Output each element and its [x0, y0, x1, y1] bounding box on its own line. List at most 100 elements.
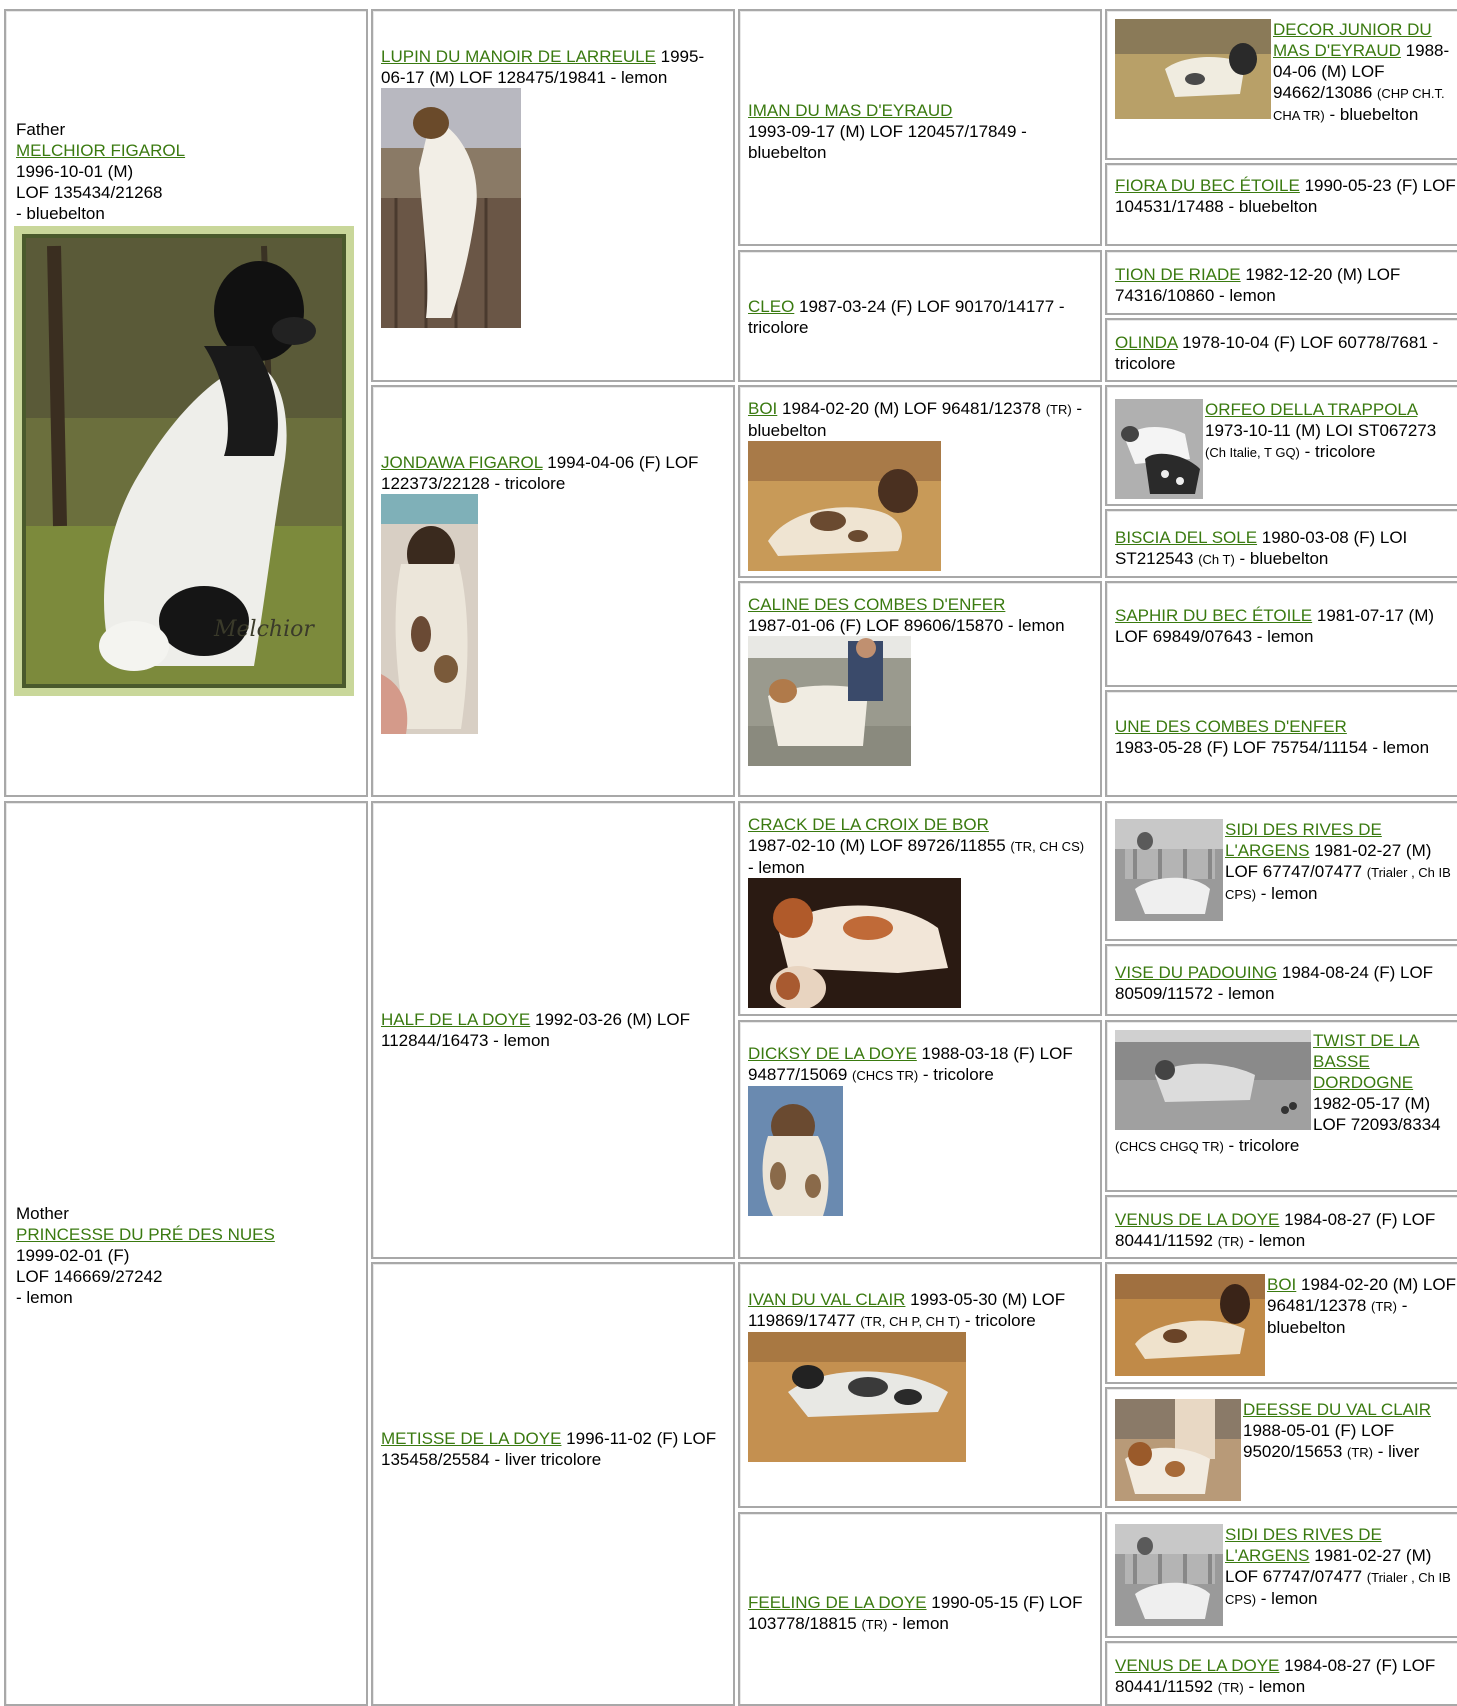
- gen4-info-5: 1973-10-11 (M) LOI ST067273: [1205, 421, 1437, 440]
- gen2-name-link-4[interactable]: METISSE DE LA DOYE: [381, 1429, 562, 1448]
- gen4-name-link-3[interactable]: TION DE RIADE: [1115, 265, 1241, 284]
- gen4-cell-16: VENUS DE LA DOYE 1984-08-27 (F) LOF 8044…: [1105, 1641, 1457, 1706]
- gen4-name-link-10[interactable]: VISE DU PADOUING: [1115, 963, 1278, 982]
- gen3-info-3: 1984-02-20 (M) LOF 96481/12378: [777, 399, 1046, 418]
- gen3-info-4: 1987-01-06 (F) LOF 89606/15870 - lemon: [748, 616, 1065, 635]
- gen4-name-link-8[interactable]: UNE DES COMBES D'ENFER: [1115, 717, 1347, 736]
- gen4-info-15: 1981-02-27 (M) LOF 67747/07477: [1225, 1546, 1432, 1586]
- gen4-photo-5[interactable]: [1115, 399, 1203, 499]
- gen2-photo-1[interactable]: [381, 88, 727, 328]
- gen3-info-8: 1990-05-15 (F) LOF 103778/18815: [748, 1593, 1083, 1633]
- gen2-info-3: 1992-03-26 (M) LOF 112844/16473 - lemon: [381, 1010, 690, 1050]
- gen3-photo-7[interactable]: [748, 1332, 1094, 1462]
- gen4-photo-14[interactable]: [1115, 1399, 1241, 1501]
- gen4-color-1: - bluebelton: [1324, 105, 1419, 124]
- gen4-titles-12: (TR): [1217, 1234, 1244, 1249]
- gen4-photo-9[interactable]: [1115, 819, 1223, 921]
- gen4-info-8: 1983-05-28 (F) LOF 75754/11154 - lemon: [1115, 738, 1430, 757]
- gen4-name-link-12[interactable]: VENUS DE LA DOYE: [1115, 1210, 1280, 1229]
- gen3-cell-1: IMAN DU MAS D'EYRAUD 1993-09-17 (M) LOF …: [738, 9, 1102, 246]
- gen3-cell-4: CALINE DES COMBES D'ENFER 1987-01-06 (F)…: [738, 581, 1102, 797]
- gen4-color-16: - lemon: [1243, 1677, 1306, 1696]
- gen3-photo-3[interactable]: [748, 441, 1094, 571]
- gen4-cell-11: TWIST DE LA BASSE DORDOGNE 1982-05-17 (M…: [1105, 1020, 1457, 1192]
- gen4-info-1: 1988-04-06 (M) LOF 94662/13086: [1273, 41, 1450, 102]
- gen4-cell-4: OLINDA 1978-10-04 (F) LOF 60778/7681 - t…: [1105, 318, 1457, 382]
- gen4-titles-6: (Ch T): [1198, 552, 1235, 567]
- gen4-photo-11[interactable]: [1115, 1030, 1311, 1130]
- gen3-titles-5: (TR, CH CS): [1010, 839, 1085, 854]
- father-photo[interactable]: Melchior: [14, 226, 354, 701]
- gen4-cell-12: VENUS DE LA DOYE 1984-08-27 (F) LOF 8044…: [1105, 1195, 1457, 1259]
- gen4-cell-8: UNE DES COMBES D'ENFER 1983-05-28 (F) LO…: [1105, 690, 1457, 797]
- gen3-cell-8: FEELING DE LA DOYE 1990-05-15 (F) LOF 10…: [738, 1512, 1102, 1706]
- gen3-name-link-8[interactable]: FEELING DE LA DOYE: [748, 1593, 927, 1612]
- gen3-name-link-3[interactable]: BOI: [748, 399, 778, 418]
- gen4-name-link-2[interactable]: FIORA DU BEC ÉTOILE: [1115, 176, 1300, 195]
- gen4-name-link-11[interactable]: TWIST DE LA BASSE DORDOGNE: [1313, 1031, 1420, 1092]
- gen4-titles-15: (Trialer , Ch IB CPS): [1225, 1570, 1451, 1607]
- gen4-cell-6: BISCIA DEL SOLE 1980-03-08 (F) LOI ST212…: [1105, 509, 1457, 578]
- gen4-name-link-7[interactable]: SAPHIR DU BEC ÉTOILE: [1115, 606, 1313, 625]
- gen4-cell-10: VISE DU PADOUING 1984-08-24 (F) LOF 8050…: [1105, 944, 1457, 1016]
- father-cell: Father MELCHIOR FIGAROL 1996-10-01 (M) L…: [4, 9, 368, 797]
- gen4-photo-15[interactable]: [1115, 1524, 1223, 1626]
- gen3-cell-3: BOI 1984-02-20 (M) LOF 96481/12378 (TR) …: [738, 385, 1102, 578]
- gen4-color-9: - lemon: [1256, 884, 1318, 903]
- gen3-titles-6: (CHCS TR): [852, 1068, 919, 1083]
- father-date: 1996-10-01 (M): [16, 162, 134, 181]
- gen4-photo-1[interactable]: [1115, 19, 1271, 119]
- gen3-name-link-6[interactable]: DICKSY DE LA DOYE: [748, 1044, 917, 1063]
- gen3-photo-4[interactable]: [748, 636, 1094, 766]
- gen3-name-link-4[interactable]: CALINE DES COMBES D'ENFER: [748, 595, 1006, 614]
- gen4-name-link-15[interactable]: SIDI DES RIVES DE L'ARGENS: [1225, 1525, 1382, 1565]
- gen2-info-4: 1996-11-02 (F) LOF 135458/25584 - liver …: [381, 1429, 717, 1469]
- gen3-photo-5[interactable]: [748, 878, 1094, 1008]
- gen4-info-14: 1988-05-01 (F) LOF 95020/15653: [1243, 1421, 1395, 1461]
- gen4-info-9: 1981-02-27 (M) LOF 67747/07477: [1225, 841, 1432, 881]
- gen4-cell-5: ORFEO DELLA TRAPPOLA 1973-10-11 (M) LOI …: [1105, 385, 1457, 506]
- gen3-name-link-7[interactable]: IVAN DU VAL CLAIR: [748, 1290, 906, 1309]
- gen3-titles-3: (TR): [1045, 402, 1072, 417]
- mother-name-link[interactable]: PRINCESSE DU PRÉ DES NUES: [16, 1225, 275, 1244]
- gen4-cell-7: SAPHIR DU BEC ÉTOILE 1981-07-17 (M) LOF …: [1105, 581, 1457, 687]
- gen4-name-link-4[interactable]: OLINDA: [1115, 333, 1178, 352]
- gen2-name-link-1[interactable]: LUPIN DU MANOIR DE LARREULE: [381, 47, 656, 66]
- gen3-name-link-2[interactable]: CLEO: [748, 297, 795, 316]
- gen2-info-1: 1995-06-17 (M) LOF 128475/19841 - lemon: [381, 47, 705, 87]
- gen2-cell-2: JONDAWA FIGAROL 1994-04-06 (F) LOF 12237…: [371, 385, 735, 797]
- gen3-photo-6[interactable]: [748, 1086, 1094, 1216]
- gen4-info-11: 1982-05-17 (M) LOF 72093/8334: [1313, 1094, 1441, 1134]
- gen4-name-link-5[interactable]: ORFEO DELLA TRAPPOLA: [1205, 400, 1418, 419]
- gen3-color-5: - lemon: [748, 858, 805, 877]
- mother-date: 1999-02-01 (F): [16, 1246, 130, 1265]
- father-role-label: Father: [16, 120, 66, 139]
- gen3-color-8: - lemon: [887, 1614, 949, 1633]
- gen3-info-1: 1993-09-17 (M) LOF 120457/17849 - bluebe…: [748, 122, 1027, 162]
- gen4-info-2: 1990-05-23 (F) LOF 104531/17488 - bluebe…: [1115, 176, 1456, 216]
- gen4-name-link-16[interactable]: VENUS DE LA DOYE: [1115, 1656, 1280, 1675]
- gen4-name-link-6[interactable]: BISCIA DEL SOLE: [1115, 528, 1258, 547]
- gen4-name-link-1[interactable]: DECOR JUNIOR DU MAS D'EYRAUD: [1273, 20, 1432, 60]
- gen4-photo-13[interactable]: [1115, 1274, 1265, 1376]
- father-lof: LOF 135434/21268: [16, 183, 163, 202]
- gen2-name-link-3[interactable]: HALF DE LA DOYE: [381, 1010, 531, 1029]
- gen3-cell-2: CLEO 1987-03-24 (F) LOF 90170/14177 - tr…: [738, 250, 1102, 382]
- gen3-info-5: 1987-02-10 (M) LOF 89726/11855: [748, 836, 1011, 855]
- gen4-name-link-13[interactable]: BOI: [1267, 1275, 1297, 1294]
- gen3-name-link-5[interactable]: CRACK DE LA CROIX DE BOR: [748, 815, 989, 834]
- photo-signature: Melchior: [213, 617, 315, 642]
- gen3-cell-5: CRACK DE LA CROIX DE BOR 1987-02-10 (M) …: [738, 801, 1102, 1016]
- mother-role-label: Mother: [16, 1204, 69, 1223]
- gen4-name-link-9[interactable]: SIDI DES RIVES DE L'ARGENS: [1225, 820, 1382, 860]
- gen2-info-2: 1994-04-06 (F) LOF 122373/22128 - tricol…: [381, 453, 699, 493]
- gen3-name-link-1[interactable]: IMAN DU MAS D'EYRAUD: [748, 101, 953, 120]
- gen4-info-3: 1982-12-20 (M) LOF 74316/10860 - lemon: [1115, 265, 1401, 305]
- gen4-info-10: 1984-08-24 (F) LOF 80509/11572 - lemon: [1115, 963, 1434, 1003]
- gen4-info-13: 1984-02-20 (M) LOF 96481/12378: [1267, 1275, 1456, 1315]
- gen3-color-7: - tricolore: [960, 1311, 1036, 1330]
- father-name-link[interactable]: MELCHIOR FIGAROL: [16, 141, 186, 160]
- gen2-name-link-2[interactable]: JONDAWA FIGAROL: [381, 453, 543, 472]
- gen2-photo-2[interactable]: [381, 494, 727, 734]
- gen4-name-link-14[interactable]: DEESSE DU VAL CLAIR: [1243, 1400, 1432, 1419]
